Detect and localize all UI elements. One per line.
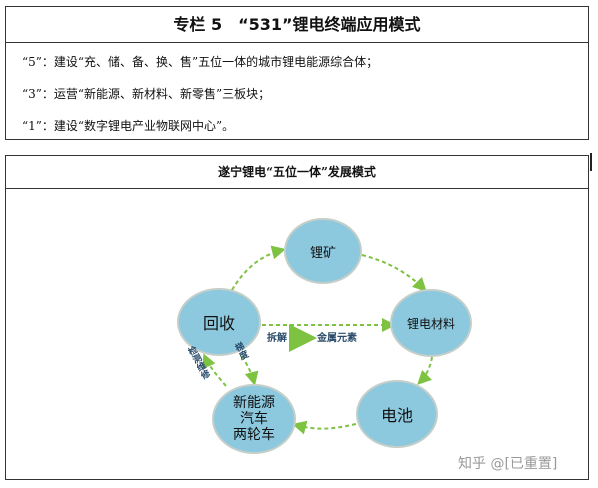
column-box: 专栏 5 “531”锂电终端应用模式 “5”：建设“充、储、备、换、售”五位一体… xyxy=(5,6,589,140)
diagram-box: 遂宁锂电“五位一体”发展模式 xyxy=(5,155,589,480)
label-jinshu: 金属元素 xyxy=(317,333,357,344)
column-line-5: “5”：建设“充、储、备、换、售”五位一体的城市锂电能源综合体； xyxy=(22,55,379,69)
watermark: 知乎 @[已重置] xyxy=(458,456,558,472)
node-qiche-line3: 两轮车 xyxy=(233,427,275,443)
column-line-1: “1”：建设“数字锂电产业物联网中心”。 xyxy=(22,119,235,133)
node-qiche-line2: 汽车 xyxy=(240,411,268,427)
column-line-3: “3”：运营“新能源、新材料、新零售”三板块； xyxy=(22,87,271,101)
edge-marker xyxy=(590,153,592,171)
diagram-title: 遂宁锂电“五位一体”发展模式 xyxy=(6,156,588,189)
column-lines: “5”：建设“充、储、备、换、售”五位一体的城市锂电能源综合体； “3”：运营“… xyxy=(6,43,588,147)
node-qiche: 新能源 汽车 两轮车 xyxy=(212,384,296,454)
node-cailiao: 锂电材料 xyxy=(390,289,472,357)
label-chaijie: 拆解 xyxy=(267,333,287,344)
node-huishou: 回收 xyxy=(177,288,261,356)
node-kuang: 锂矿 xyxy=(284,218,362,284)
node-qiche-line1: 新能源 xyxy=(233,395,275,411)
node-dianchi: 电池 xyxy=(356,380,438,448)
column-title: 专栏 5 “531”锂电终端应用模式 xyxy=(6,7,588,43)
